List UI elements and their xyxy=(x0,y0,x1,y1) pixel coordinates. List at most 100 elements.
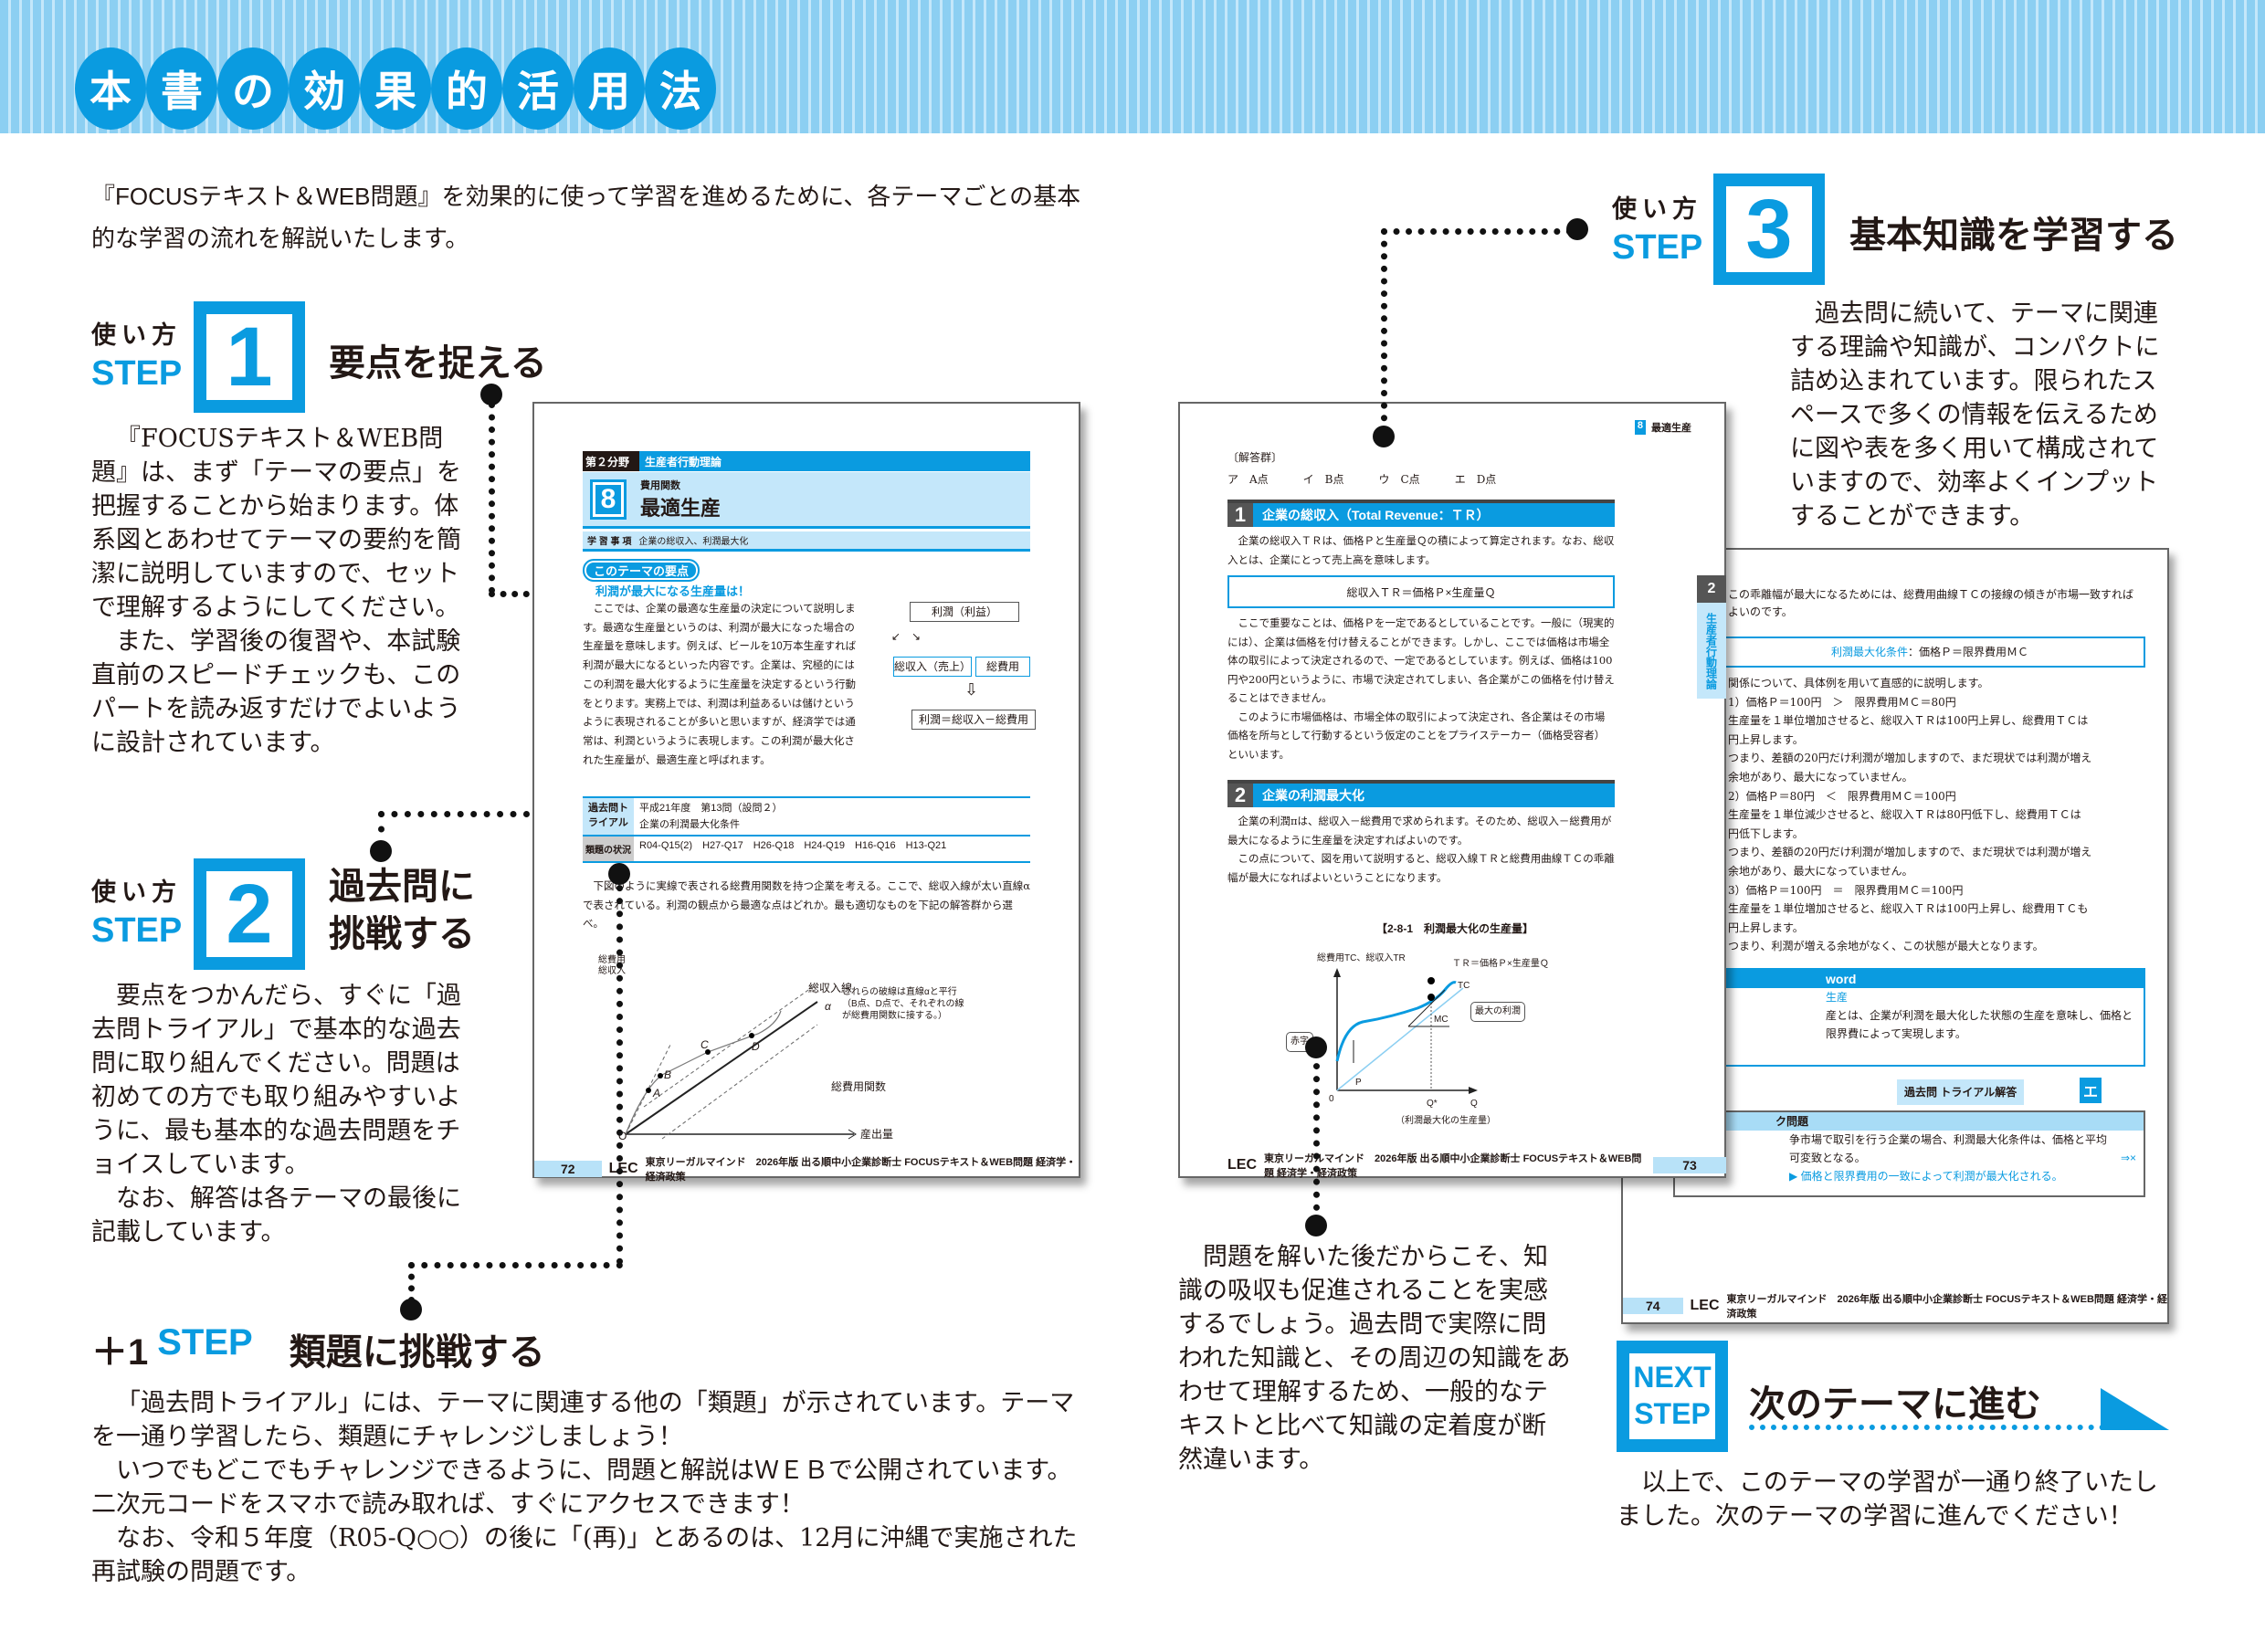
p73-fig-mc: MC xyxy=(1434,1015,1449,1025)
page-72: 第２分野 生産者行動理論 8 費用関数 最適生産 学 習 事 項企業の総収入、利… xyxy=(532,402,1080,1183)
p72-diagram: 利潤（利益） ↙ ↘ 総収入（売上） 総費用 ⇩ 利潤＝総収入－総費用 xyxy=(866,600,1036,746)
p74-line: 余地があり、最大になっていません。 xyxy=(1728,864,1913,878)
p72-graph xyxy=(625,983,857,1140)
next-body: 以上で、このテーマの学習が一通り終了いたしました。次のテーマの学習に進んでくださ… xyxy=(1617,1468,2158,1531)
title-char: 用 xyxy=(574,47,645,130)
p74-line: 余地があり、最大になっていません。 xyxy=(1728,770,1913,784)
footer-text: 東京リーガルマインド 2026年版 出る順中小企業診断士 FOCUSテキスト＆W… xyxy=(1264,1153,1642,1179)
footer-text: 東京リーガルマインド 2026年版 出る順中小企業診断士 FOCUSテキスト＆W… xyxy=(1726,1294,2167,1320)
step3-label: STEP xyxy=(1612,228,1703,267)
step2-title: 過去問に 挑戦する xyxy=(329,863,475,958)
title-char: 効 xyxy=(289,47,360,130)
p74-footer: 74 LEC 東京リーガルマインド 2026年版 出る順中小企業診断士 FOCU… xyxy=(1623,1291,2167,1321)
p72-graph-point-c: C xyxy=(701,1038,709,1051)
section-title: 企業の利潤最大化 xyxy=(1253,784,1615,807)
p74-line: 生産量を１単位減少させると、総収入ＴＲは80円低下し、総費用ＴＣは xyxy=(1728,808,2081,822)
step3-tsukai: 使い方 xyxy=(1612,195,1702,223)
section-number: 2 xyxy=(1227,784,1253,807)
p72-graph-tc-label: 総費用関数 xyxy=(831,1080,887,1093)
p74-check-head: ク問題 xyxy=(1675,1112,2144,1131)
connector-dot xyxy=(1566,218,1588,240)
plus1-prefix: ＋1 xyxy=(91,1332,149,1373)
connector-dot xyxy=(480,384,502,405)
step2-title-line: 過去問に xyxy=(329,867,475,907)
answer-option: ウ C点 xyxy=(1378,473,1420,486)
p74-answer-label: 過去問 トライアル解答 xyxy=(1897,1079,2025,1105)
p72-field: 生産者行動理論 xyxy=(639,451,1030,471)
title-char: 法 xyxy=(645,47,716,130)
p74-word-body: 産とは、企業が利潤を最大化した状態の生産を意味し、価格と限界費によって実現します… xyxy=(1826,1009,2133,1040)
p74-line: 円低下します。 xyxy=(1728,826,1804,840)
next-arrow-icon xyxy=(2101,1388,2169,1430)
connector xyxy=(378,811,556,817)
p72-kako-topic: 企業の利潤最大化条件 xyxy=(639,819,740,830)
connector xyxy=(489,402,495,594)
next-arrow-line xyxy=(1749,1425,2105,1430)
p74-check-answer: 価格と限界費用の一致によって利潤が最大化される。 xyxy=(1800,1170,2063,1183)
page-number: 74 xyxy=(1623,1298,1683,1314)
p72-youten-body: 利潤（利益） ↙ ↘ 総収入（売上） 総費用 ⇩ 利潤＝総収入－総費用 ここでは… xyxy=(583,600,1036,770)
title-char: 活 xyxy=(502,47,574,130)
step2-label: STEP xyxy=(91,911,183,950)
step1-para: 『FOCUSテキスト＆WEB問題』は、まず「テーマの要点」を把握することから始ま… xyxy=(91,425,461,622)
step1-para: また、学習後の復習や、本試験直前のスピードチェックも、このパートを読み返すだけで… xyxy=(91,627,461,757)
p74-check-mark: ⇒× xyxy=(2120,1152,2136,1164)
p72-diagram-right: 総費用 xyxy=(975,657,1030,677)
step2-para: なお、解答は各テーマの最後に記載しています。 xyxy=(91,1184,461,1247)
title-char: 本 xyxy=(75,47,146,130)
p72-youten-text: ここでは、企業の最適な生産量の決定について説明します。最適な生産量というのは、利… xyxy=(583,604,857,766)
p74-line: 3）価格Ｐ＝100円 ＝ 限界費用ＭＣ＝100円 xyxy=(1728,883,1964,897)
step3-body: 過去問に続いて、テーマに関連する理論や知識が、コンパクトに詰め込まれています。限… xyxy=(1790,300,2160,531)
p73-fig-ylabel: 総費用TC、総収入TR xyxy=(1317,953,1406,963)
page-number: 73 xyxy=(1653,1157,1726,1173)
plus1-title: 類題に挑戦する xyxy=(289,1332,545,1373)
step3-title: 基本知識を学習する xyxy=(1849,216,2178,256)
plus1-body: 「過去問トライアル」には、テーマに関連する他の「類題」が示されています。テーマを… xyxy=(91,1386,1096,1589)
connector xyxy=(616,872,623,1265)
p72-kako-label: 過去問トライアル xyxy=(583,798,634,835)
next-label: NEXT xyxy=(1633,1361,1712,1394)
connector-dot xyxy=(1305,1215,1327,1236)
p73-head-title: 最適生産 xyxy=(1651,423,1691,434)
p74-line: 円上昇します。 xyxy=(1728,921,1804,934)
title-char: 書 xyxy=(146,47,217,130)
p73-fig-max-profit: 最大の利潤 xyxy=(1470,1002,1525,1022)
p74-lines: 関係について、具体例を用いて直感的に説明します。1）価格Ｐ＝100円 ＞ 限界費… xyxy=(1728,674,2144,956)
p72-learn: 学 習 事 項企業の総収入、利潤最大化 xyxy=(583,531,1030,552)
title-char: 的 xyxy=(431,47,502,130)
p73-fig-q: Q xyxy=(1470,1099,1478,1109)
p73-fig-qstar: Q* xyxy=(1427,1099,1438,1109)
plus1-step: STEP xyxy=(157,1322,253,1363)
next-title: 次のテーマに進む xyxy=(1749,1384,2041,1425)
page-number: 72 xyxy=(534,1161,602,1177)
p72-graph-tr-label: 総収入線 xyxy=(808,982,853,994)
title-char: 果 xyxy=(360,47,431,130)
p72-footer: 72 LEC 東京リーガルマインド 2026年版 出る順中小企業診断士 FOCU… xyxy=(534,1154,1079,1184)
p72-graph-point-a: A xyxy=(653,1087,661,1100)
p74-line: つまり、差額の20円だけ利潤が増加しますので、まだ現状では利潤が増え xyxy=(1728,846,2092,859)
lec-logo: LEC xyxy=(608,1161,638,1176)
connector-dot xyxy=(608,863,630,885)
p72-theme-title: 最適生産 xyxy=(640,497,722,520)
p74-line: つまり、利潤が増える余地がなく、この状態が最大となります。 xyxy=(1728,940,2044,953)
p73-s2-p2: この点について、図を用いて説明すると、総収入線ＴＲと総費用曲線ＴＣの乖離幅が最大… xyxy=(1227,852,1615,884)
p73-formula: 総収入ＴＲ＝価格Ｐ×生産量Ｑ xyxy=(1227,575,1615,608)
connector-dot xyxy=(1373,426,1395,447)
step1-title: 要点を捉える xyxy=(329,343,547,384)
p73-s2-body: 企業の利潤πは、総収入－総費用で求められます。そのため、総収入－総費用が最大にな… xyxy=(1227,812,1615,887)
step2-title-line: 挑戦する xyxy=(329,914,475,954)
step3-number: 3 xyxy=(1713,174,1825,285)
p73-s1-p3: このように市場価格は、市場全体の取引によって決定され、各企業はその市場価格を所与… xyxy=(1227,710,1606,761)
step2-tsukai: 使い方 xyxy=(91,879,182,906)
p72-youten-head: 利潤が最大になる生産量は！ xyxy=(595,584,751,598)
p74-line: 1）価格Ｐ＝100円 ＞ 限界費用ＭＣ＝80円 xyxy=(1728,695,1956,709)
next-step-label: STEP xyxy=(1634,1397,1711,1430)
p73-fig-origin: 0 xyxy=(1329,1094,1334,1104)
p72-field-bar: 第２分野 生産者行動理論 xyxy=(583,451,1030,471)
p73-figure xyxy=(1333,968,1478,1094)
step2-number: 2 xyxy=(194,858,305,970)
step3-followup: 問題を解いた後だからこそ、知識の吸収も促進されることを実感するでしょう。過去問で… xyxy=(1178,1243,1571,1474)
p72-diagram-top: 利潤（利益） xyxy=(910,602,1019,622)
p72-field-label: 第２分野 xyxy=(583,451,639,471)
